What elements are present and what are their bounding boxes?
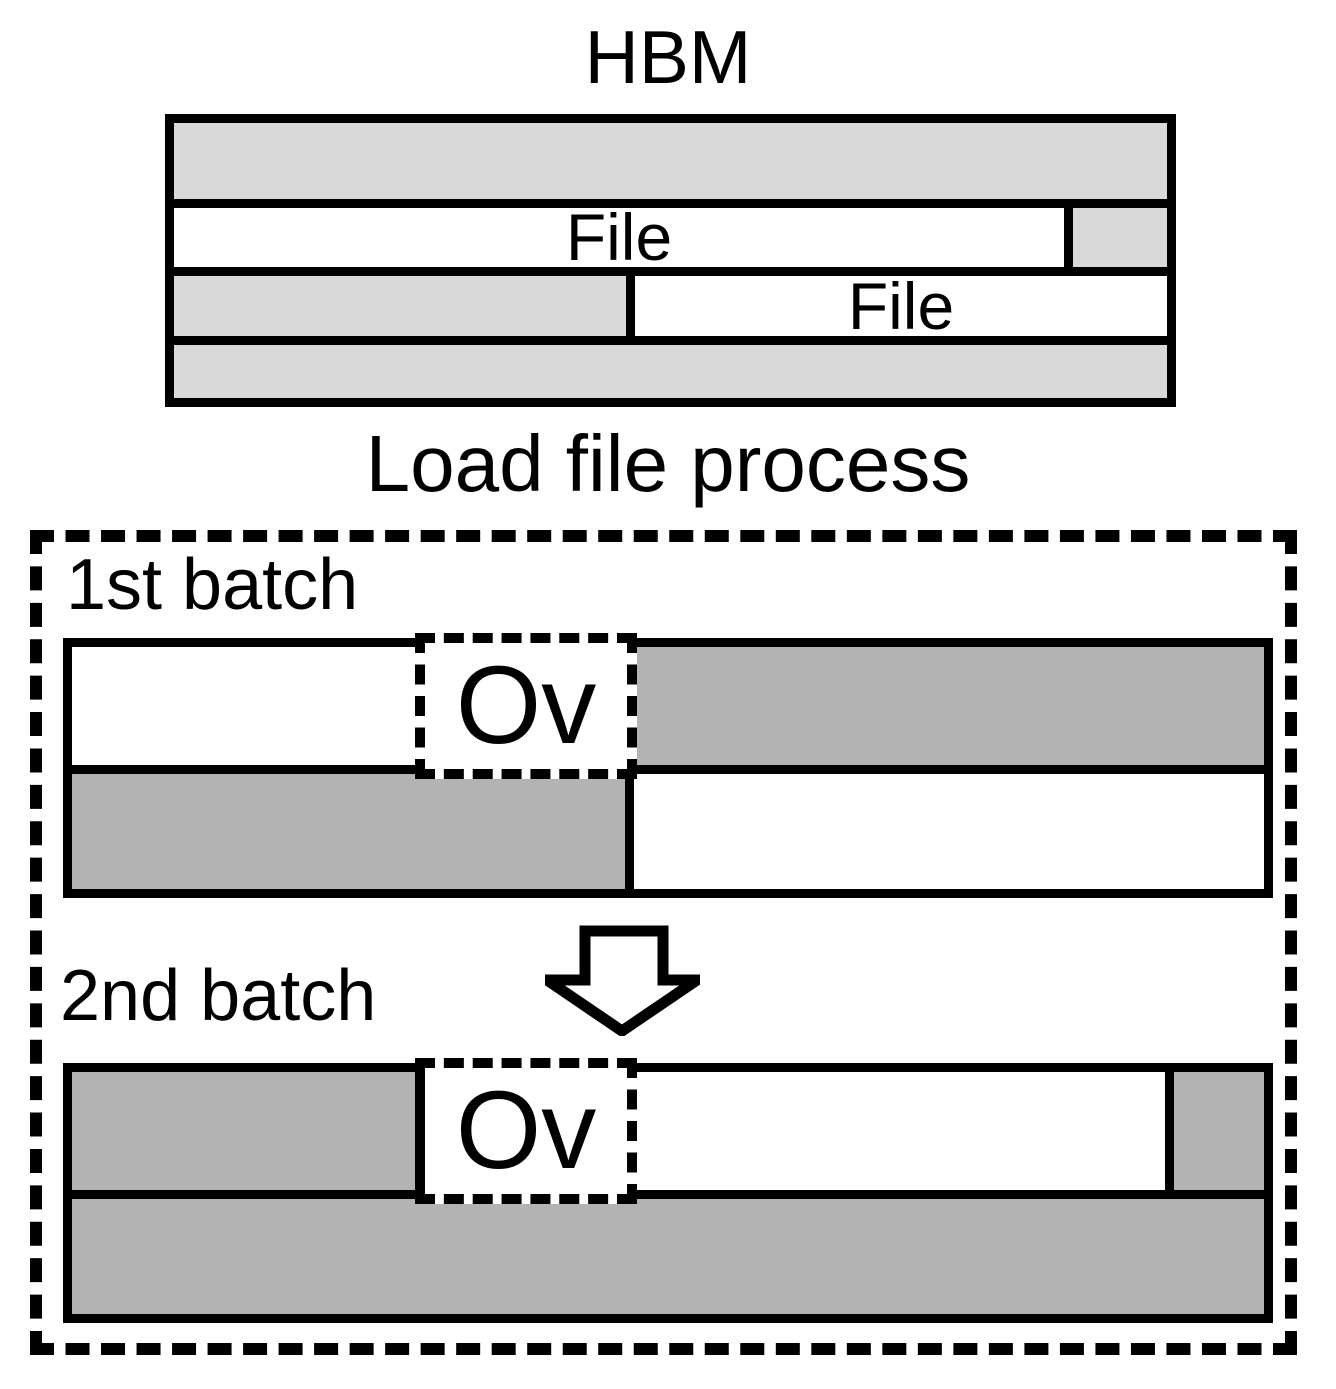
- overlap-label-1: Ov: [455, 644, 597, 767]
- used-segment: [72, 774, 625, 889]
- second-batch-bars: [63, 1063, 1273, 1323]
- file-block-1: File: [174, 200, 1064, 274]
- first-batch-bars: [63, 638, 1273, 898]
- file-label-2: File: [847, 268, 955, 343]
- used-segment: [632, 647, 1264, 765]
- free-space-block: [174, 276, 626, 336]
- load-file-process-caption: Load file process: [365, 419, 971, 508]
- hbm-row-file-2: File: [174, 268, 1167, 343]
- used-segment: [1174, 1072, 1264, 1190]
- free-space-block: [174, 123, 1167, 199]
- down-arrow-icon: [529, 924, 715, 1038]
- hbm-row-file-1: File: [174, 200, 1167, 274]
- overlap-box-second-batch: Ov: [415, 1058, 637, 1204]
- loaded-segment: [634, 774, 1264, 889]
- hbm-memory-box: File File: [165, 114, 1176, 407]
- overlap-box-first-batch: Ov: [415, 633, 637, 779]
- overlap-label-2: Ov: [455, 1069, 597, 1192]
- second-batch-label: 2nd batch: [60, 956, 377, 1036]
- second-batch-row-2: [72, 1199, 1264, 1314]
- file-label-1: File: [565, 200, 673, 274]
- first-batch-label: 1st batch: [66, 545, 359, 625]
- used-segment: [72, 1072, 415, 1190]
- segment-divider: [625, 774, 634, 889]
- hbm-row-free-bottom: [174, 345, 1167, 398]
- first-batch-row-2: [72, 774, 1264, 889]
- hbm-row-free-top: [174, 123, 1167, 199]
- batch-region-dashed-box: [30, 530, 1297, 1355]
- file-block-2: File: [635, 268, 1167, 343]
- first-batch-row-1: [72, 647, 1264, 765]
- free-space-block: [174, 345, 1167, 398]
- used-segment: [72, 1199, 1264, 1314]
- segment-divider: [1165, 1072, 1174, 1190]
- free-space-block: [1073, 208, 1167, 267]
- hbm-title: HBM: [584, 15, 752, 99]
- second-batch-row-1: [72, 1072, 1264, 1190]
